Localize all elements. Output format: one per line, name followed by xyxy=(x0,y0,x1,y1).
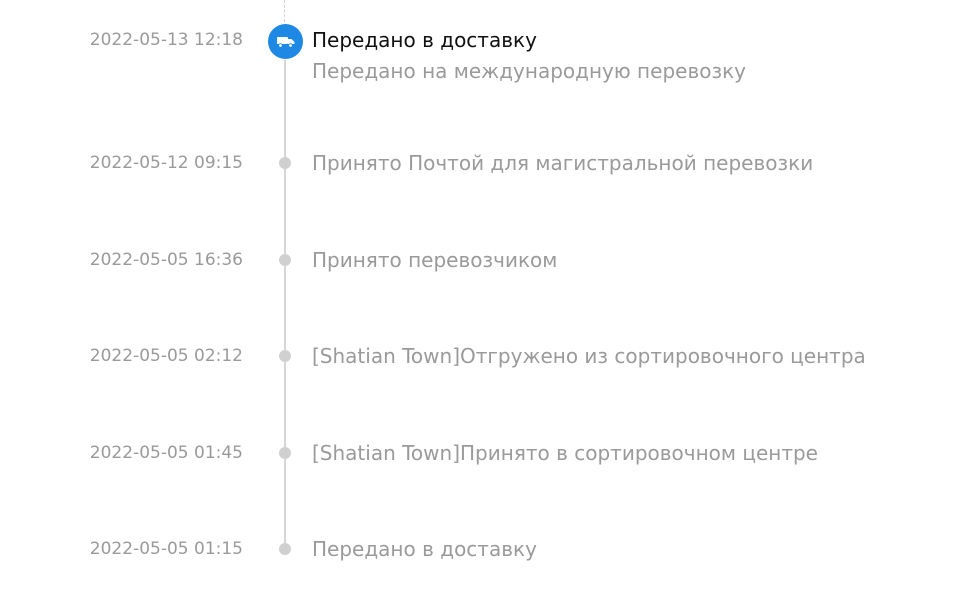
event-title: Принято Почтой для магистральной перевоз… xyxy=(312,151,814,175)
timeline-event: 2022-05-05 01:15 Передано в доставку xyxy=(0,537,975,579)
timeline-event: 2022-05-05 01:45 [Shatian Town]Принято в… xyxy=(0,441,975,483)
timeline-connector-top xyxy=(284,0,285,22)
event-time: 2022-05-12 09:15 xyxy=(89,153,243,173)
truck-icon xyxy=(268,24,303,59)
event-title: Передано в доставку xyxy=(312,537,537,561)
timeline-event: 2022-05-05 16:36 Принято перевозчиком xyxy=(0,248,975,290)
timeline-dot xyxy=(279,447,291,459)
event-title: [Shatian Town]Принято в сортировочном це… xyxy=(312,441,818,465)
timeline-event: 2022-05-05 02:12 [Shatian Town]Отгружено… xyxy=(0,344,975,386)
event-time: 2022-05-05 16:36 xyxy=(89,250,243,270)
event-title: Передано в доставку xyxy=(312,28,537,52)
timeline-dot xyxy=(279,254,291,266)
timeline-event: 2022-05-12 09:15 Принято Почтой для маги… xyxy=(0,151,975,193)
timeline-rail xyxy=(284,60,286,546)
timeline-dot xyxy=(279,350,291,362)
event-time: 2022-05-05 02:12 xyxy=(89,346,243,366)
event-subtitle: Передано на международную перевозку xyxy=(312,59,747,83)
event-time: 2022-05-13 12:18 xyxy=(89,30,243,50)
event-time: 2022-05-05 01:45 xyxy=(89,443,243,463)
timeline-event-current: 2022-05-13 12:18 Передано в доставку Пер… xyxy=(0,24,975,83)
event-time: 2022-05-05 01:15 xyxy=(89,539,243,559)
timeline-dot xyxy=(279,543,291,555)
timeline-dot xyxy=(279,157,291,169)
event-title: Принято перевозчиком xyxy=(312,248,558,272)
event-title: [Shatian Town]Отгружено из сортировочног… xyxy=(312,344,866,368)
